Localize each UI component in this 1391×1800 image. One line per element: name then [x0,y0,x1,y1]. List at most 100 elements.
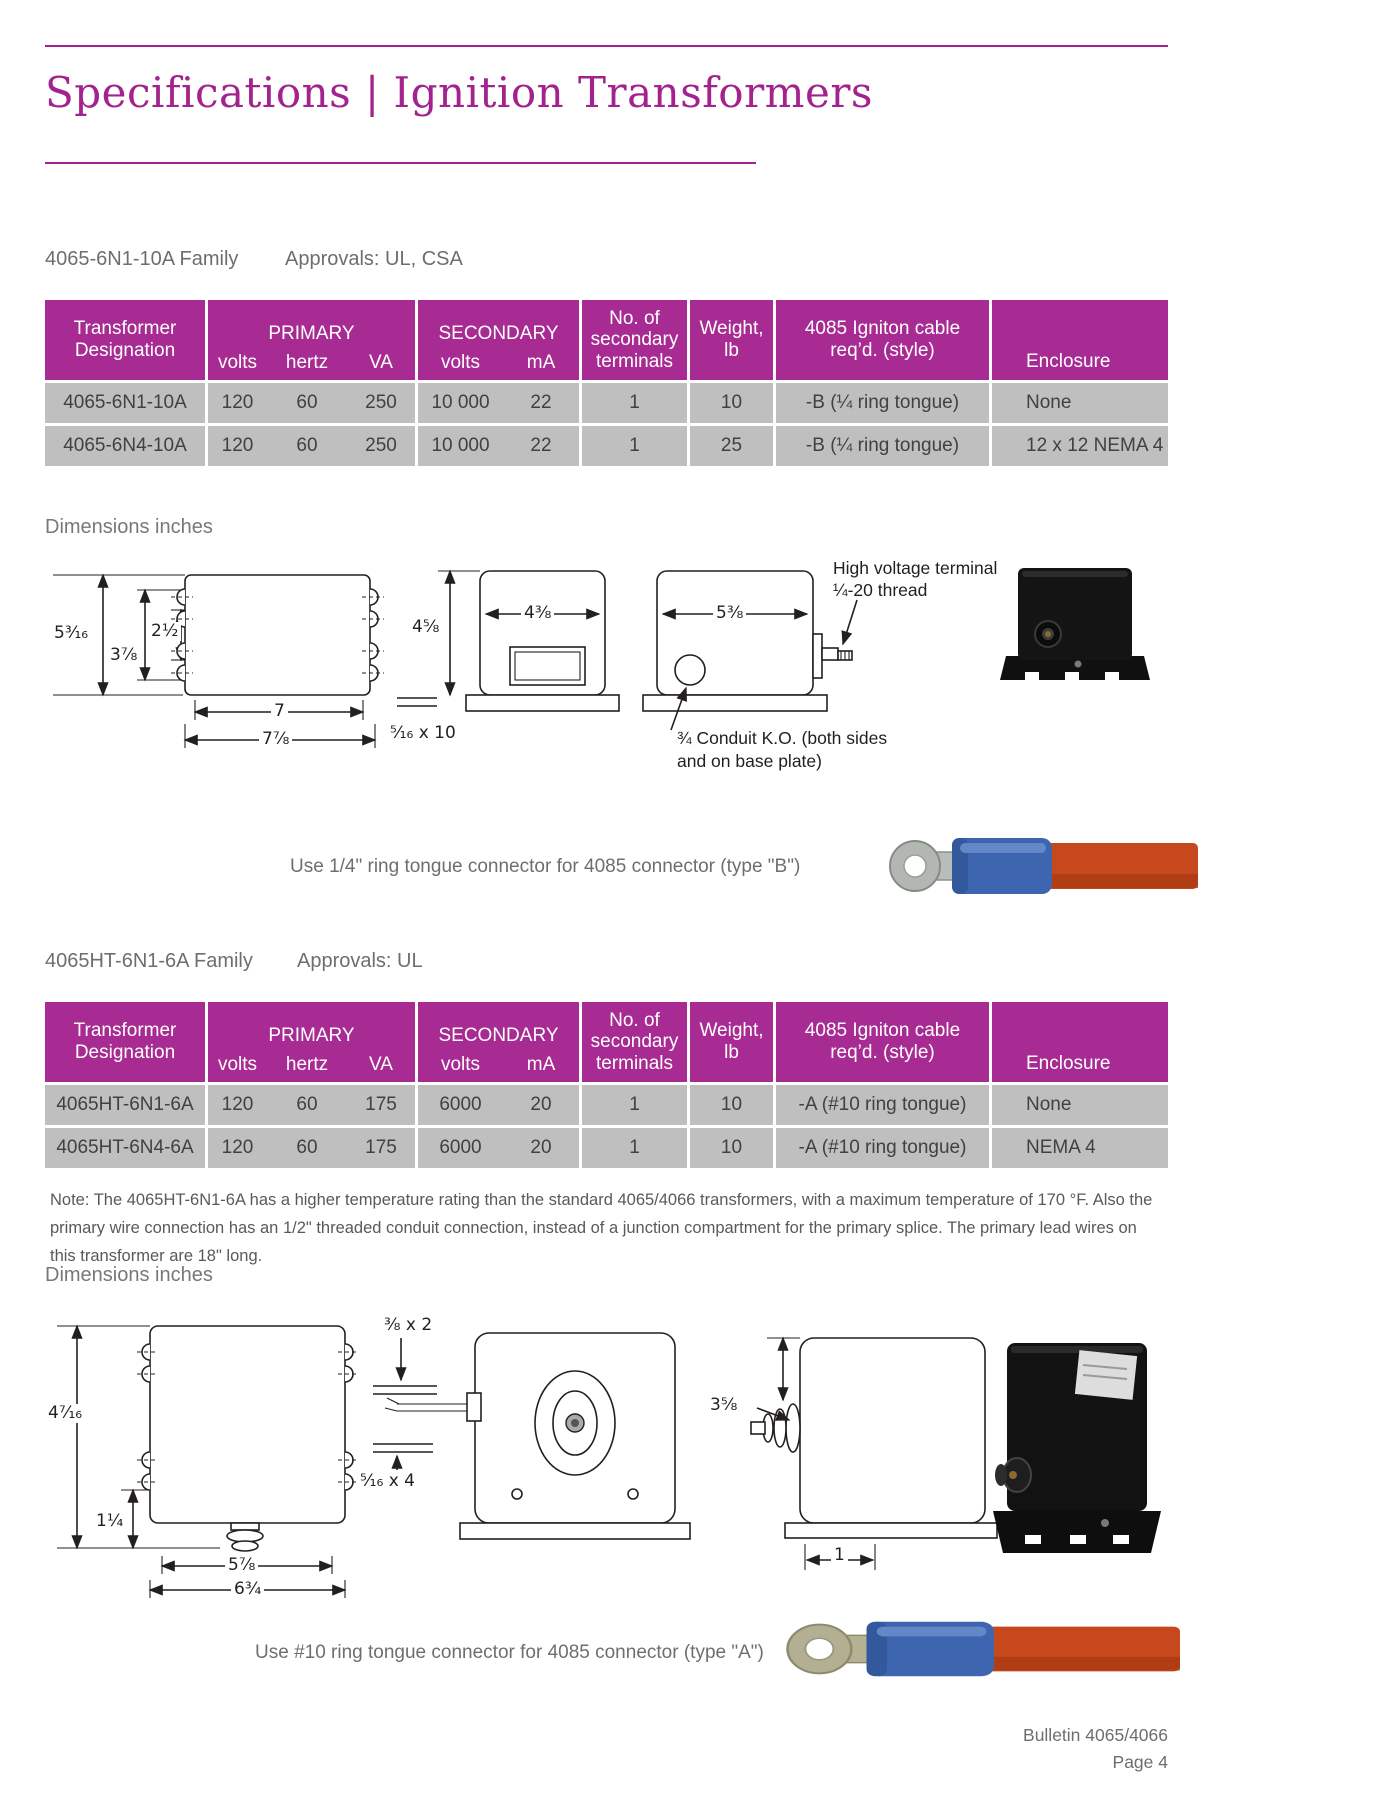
table-row-cell: 22 [503,380,579,423]
col-header-secondary-ma: mA [503,1048,579,1082]
table-row-cell: 4065HT-6N1-6A [45,1082,205,1125]
table-row-cell: 60 [267,380,347,423]
table-row-cell: 60 [267,1125,347,1168]
connector-note-1: Use 1/4" ring tongue connector for 4085 … [290,856,801,877]
conduit-ko-annotation-line2: and on base plate) [677,751,822,771]
table-row-cell: 4065-6N1-10A [45,380,205,423]
table-row-cell: -B (¼ ring tongue) [773,380,989,423]
col-header-enclosure: Enclosure [989,300,1168,380]
connector-note-2: Use #10 ring tongue connector for 4085 c… [255,1642,764,1663]
dimensions-label-2: Dimensions inches [45,1264,213,1286]
hv-terminal-annotation-line1: High voltage terminal [833,558,998,578]
spec-table-4065: Transformer Designation PRIMARY SECONDAR… [45,300,1168,466]
table-row-cell: 1 [579,380,687,423]
top-rule [45,45,1168,47]
table-row-cell: None [989,1082,1168,1125]
footer-bulletin: Bulletin 4065/4066 [1023,1725,1168,1745]
dim-base-height-2: 1¼ [93,1512,127,1531]
table-row-cell: 20 [503,1125,579,1168]
table-row-cell: 1 [579,1125,687,1168]
table-row-cell: 10 [687,1125,773,1168]
col-header-cable: 4085 Igniton cable req’d. (style) [773,300,989,380]
ring-tongue-connector-1-svg [889,838,1198,894]
col-header-secondary-ma: mA [503,346,579,380]
col-header-primary-volts: volts [205,346,267,380]
table-row-cell: 120 [205,1082,267,1125]
table-row-cell: 25 [687,423,773,466]
dim-mount-width-2: 5⅞ [225,1556,259,1575]
col-header-secondary: SECONDARY [415,300,579,346]
ring-tongue-connector-2-svg [786,1621,1180,1677]
dim-mount-width: 7 [271,702,288,721]
transformer-photo-1-svg [1000,568,1150,680]
dim-overall-height-2: 4⁷⁄₁₆ [45,1404,86,1423]
table-row-cell: 10 000 [415,423,503,466]
table-row-cell: 175 [347,1125,415,1168]
spec-table-4065ht: Transformer Designation PRIMARY SECONDAR… [45,1002,1168,1168]
col-header-designation: Transformer Designation [45,300,205,380]
dim-side-width: 5⅜ [713,604,747,623]
dim-front-width: 4⅜ [521,604,555,623]
col-header-weight: Weight, lb [687,300,773,380]
table-row-cell: 20 [503,1082,579,1125]
table-row-cell: -A (#10 ring tongue) [773,1082,989,1125]
hv-terminal-annotation-line2: ¼-20 thread [833,580,928,600]
col-header-cable: 4085 Igniton cable req’d. (style) [773,1002,989,1082]
dim-overall-height: 5³⁄₁₆ [51,624,92,643]
conduit-ko-circle [674,654,706,686]
footer-page-number: Page 4 [1112,1752,1168,1773]
dim-slot-top-2: ⅜ x 2 [381,1316,436,1335]
dim-slot-side-2: ⁵⁄₁₆ x 4 [357,1472,418,1491]
dimension-drawings-1: 5³⁄₁₆ 3⅞ 2½ 7 7⅞ ⁵⁄₁₆ x 10 4⅝ 4⅜ 5⅜ High… [45,552,998,792]
transformer-photo-1 [1000,560,1150,695]
transformer-photo-2-svg [993,1343,1161,1553]
transformer-line-drawings-2-svg [57,1324,998,1598]
table-row-cell: 10 [687,380,773,423]
dim-slot-size: ⁵⁄₁₆ x 10 [387,724,459,743]
ht-note: Note: The 4065HT-6N1-6A has a higher tem… [50,1191,1153,1266]
table-row-cell: 120 [205,380,267,423]
dim-offset-2: 1 [831,1546,848,1565]
col-header-terminals: No. of secondary terminals [579,300,687,380]
table-row-cell: 4065HT-6N4-6A [45,1125,205,1168]
table-row-cell: 1 [579,423,687,466]
family-1-label: 4065-6N1-10A Family [45,248,239,270]
table-row-cell: 60 [267,423,347,466]
table-row-cell: 6000 [415,1125,503,1168]
col-header-primary-va: VA [347,346,415,380]
table-row-cell: 1 [579,1082,687,1125]
table-row-cell: 10 [687,1082,773,1125]
table-row-cell: 4065-6N4-10A [45,423,205,466]
dimensions-label-1: Dimensions inches [45,516,213,538]
ring-tongue-connector-photo-2 [785,1610,1180,1688]
col-header-primary-hertz: hertz [267,1048,347,1082]
page-title: Specifications | Ignition Transformers [45,68,873,117]
table-row-cell: 6000 [415,1082,503,1125]
approvals-1-label: Approvals: UL, CSA [285,248,463,270]
page-footer: Bulletin 4065/4066 Page 4 [1023,1722,1168,1776]
col-header-terminals: No. of secondary terminals [579,1002,687,1082]
title-underline-rule [45,162,756,164]
dim-depth-2: 3⅝ [707,1396,741,1415]
col-header-secondary: SECONDARY [415,1002,579,1048]
product-label [1074,1350,1138,1400]
col-header-secondary-volts: volts [415,346,503,380]
dim-mount-height: 3⅞ [107,646,141,665]
col-header-designation: Transformer Designation [45,1002,205,1082]
col-header-primary-va: VA [347,1048,415,1082]
table-row-cell: 60 [267,1082,347,1125]
col-header-primary-volts: volts [205,1048,267,1082]
col-header-weight: Weight, lb [687,1002,773,1082]
table-row-cell: -B (¼ ring tongue) [773,423,989,466]
col-header-secondary-volts: volts [415,1048,503,1082]
col-header-primary: PRIMARY [205,1002,415,1048]
dim-overall-width: 7⅞ [259,730,293,749]
dim-slot-pitch: 2½ [148,622,182,641]
family-2-label: 4065HT-6N1-6A Family [45,950,253,972]
table-row-cell: 250 [347,423,415,466]
approvals-2-label: Approvals: UL [297,950,423,972]
dim-front-height: 4⅝ [409,618,443,637]
col-header-primary: PRIMARY [205,300,415,346]
table-row-cell: 175 [347,1082,415,1125]
conduit-ko-annotation-line1: ¾ Conduit K.O. (both sides [677,728,888,748]
